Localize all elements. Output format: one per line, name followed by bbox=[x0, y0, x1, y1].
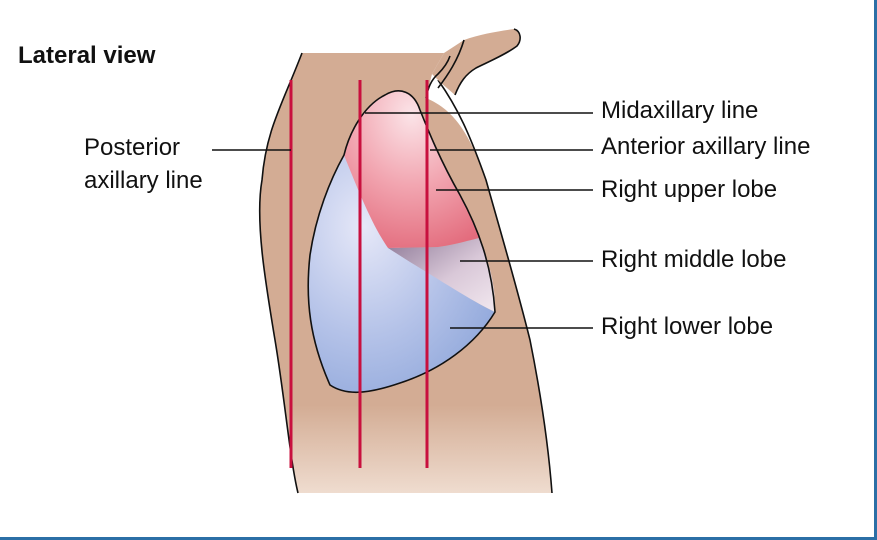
shoulder-silhouette bbox=[432, 29, 521, 95]
lung-outline bbox=[307, 90, 496, 394]
right-lower-lobe-shape bbox=[308, 155, 495, 393]
posterior-axillary-label-line2: axillary line bbox=[84, 167, 203, 194]
midaxillary-label: Midaxillary line bbox=[601, 97, 759, 124]
right-upper-lobe-shape bbox=[344, 90, 479, 249]
shoulder-outline bbox=[454, 28, 521, 96]
right-upper-lobe-label: Right upper lobe bbox=[601, 176, 778, 203]
posterior-axillary-label: Posterior axillary line bbox=[84, 131, 203, 197]
right-middle-lobe-shape bbox=[388, 238, 496, 312]
diagram-title: Lateral view bbox=[18, 42, 156, 69]
right-lower-lobe-label: Right lower lobe bbox=[601, 313, 774, 340]
torso-front-outline bbox=[437, 79, 553, 494]
right-middle-lobe-label: Right middle lobe bbox=[601, 246, 787, 273]
posterior-axillary-label-line1: Posterior bbox=[84, 134, 181, 161]
anterior-axillary-label: Anterior axillary line bbox=[601, 133, 811, 160]
torso-back-outline bbox=[258, 52, 303, 494]
arm-crease-line bbox=[437, 39, 465, 89]
